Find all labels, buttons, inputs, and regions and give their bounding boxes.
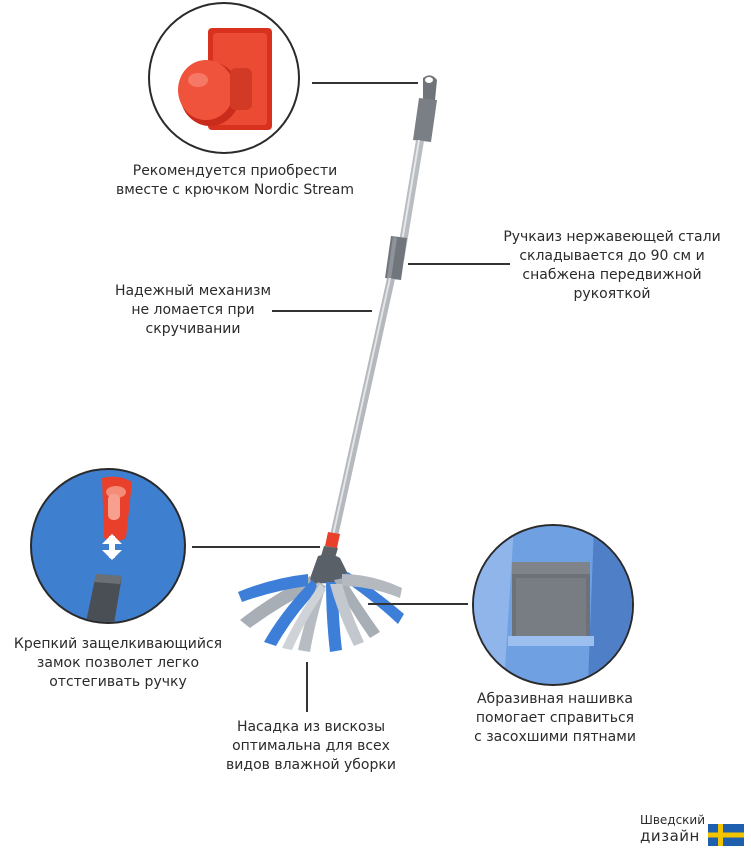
abrasive-patch-icon bbox=[474, 526, 632, 684]
brand-line2: дизайн bbox=[640, 827, 700, 845]
handle-leader-line bbox=[408, 263, 510, 265]
lock-caption: Крепкий защелкивающийся замок позволет л… bbox=[13, 636, 223, 690]
mop-head-caption: Насадка из вискозы оптимальна для всех в… bbox=[226, 719, 396, 773]
mop-head-leader-line bbox=[306, 662, 308, 712]
mechanism-leader-line bbox=[272, 310, 372, 312]
abrasive-caption: Абразивная нашивка помогает справиться с… bbox=[474, 691, 636, 745]
mop-illustration bbox=[238, 75, 437, 652]
hook-leader-line bbox=[312, 82, 418, 84]
handle-top-grip bbox=[413, 75, 437, 142]
mop-head bbox=[238, 554, 404, 652]
swedish-flag-icon bbox=[708, 824, 744, 846]
handle-caption: Ручкаиз нержавеющей стали складывается д… bbox=[503, 229, 721, 302]
red-hook-icon bbox=[178, 28, 272, 130]
swedish-design-badge: Шведский дизайн bbox=[638, 814, 748, 846]
abrasive-detail-circle bbox=[472, 524, 634, 686]
steel-handle bbox=[329, 140, 424, 541]
brand-line1: Шведский bbox=[640, 813, 706, 827]
hook-detail-circle bbox=[148, 2, 300, 154]
lock-leader-line bbox=[192, 546, 320, 548]
lock-detail-circle bbox=[30, 468, 186, 624]
lock-connector bbox=[321, 532, 340, 558]
hook-caption: Рекомендуется приобрести вместе с крючко… bbox=[115, 163, 355, 198]
mechanism-caption: Надежный механизм не ломается при скручи… bbox=[114, 283, 272, 337]
abrasive-leader-line bbox=[368, 603, 468, 605]
lock-clip-icon bbox=[86, 476, 132, 622]
